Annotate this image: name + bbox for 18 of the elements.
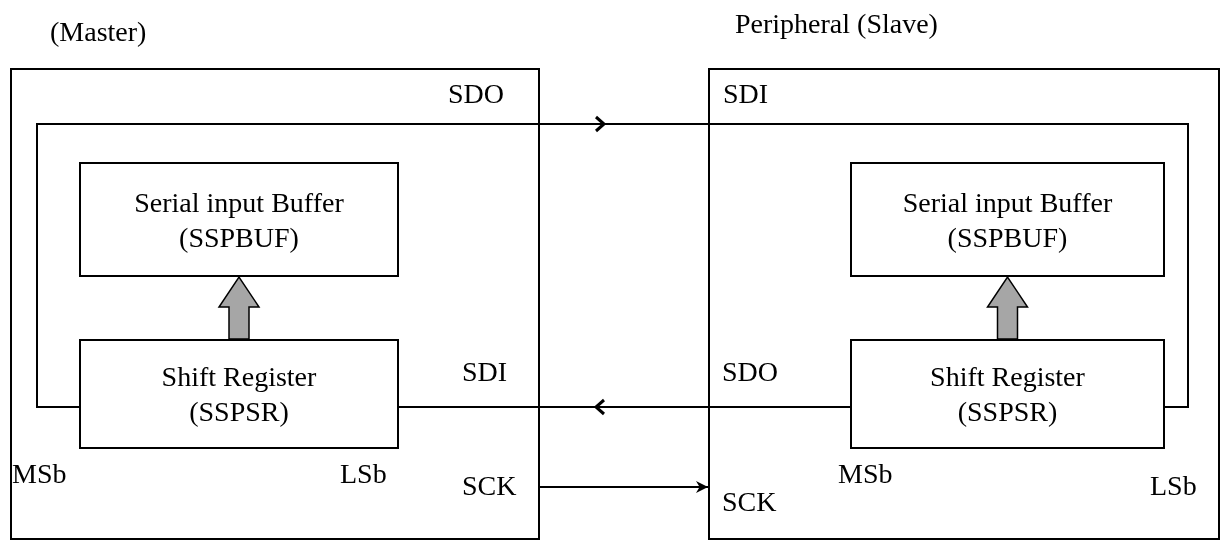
register-box: Serial input Buffer (SSPBUF) (79, 162, 399, 277)
register-box: Shift Register (SSPSR) (850, 339, 1165, 449)
transfer-arrow (986, 275, 1029, 340)
register-box: Shift Register (SSPSR) (79, 339, 399, 449)
pin-label: LSb (340, 460, 387, 488)
pin-label: MSb (838, 460, 893, 488)
pin-label: SDO (448, 80, 504, 108)
pin-label: LSb (1150, 472, 1197, 500)
transfer-arrow (217, 275, 261, 340)
pin-label: SDI (462, 358, 508, 386)
pin-label: SCK (462, 472, 517, 500)
pin-label: SDI (723, 80, 769, 108)
pin-label: MSb (12, 460, 67, 488)
pin-label: SCK (722, 488, 777, 516)
register-box: Serial input Buffer (SSPBUF) (850, 162, 1165, 277)
pin-label: SDO (722, 358, 778, 386)
block-title: (Master) (50, 18, 147, 46)
block-title: Peripheral (Slave) (735, 10, 938, 38)
